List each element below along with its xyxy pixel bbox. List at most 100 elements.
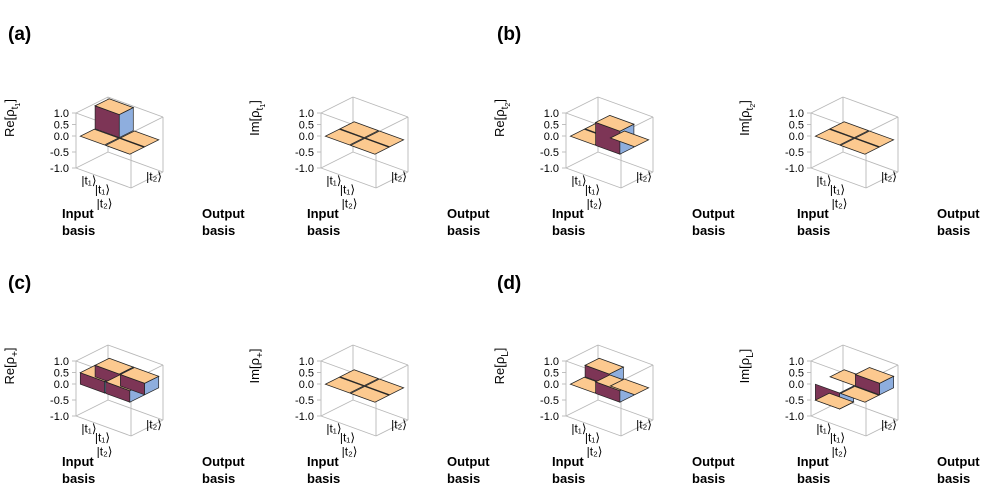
input-tick-label: |t₂⟩: [97, 445, 113, 459]
box-edge: [620, 419, 654, 437]
box-edge: [810, 96, 844, 114]
box-edge: [352, 399, 409, 421]
box-edge: [75, 399, 109, 417]
output-axis-label: basis: [692, 223, 725, 238]
output-tick-label: |t₂⟩: [636, 170, 652, 184]
output-axis-label: basis: [692, 471, 725, 486]
plot-1: 1.00.50.0-0.5-1.0Re[ρt1]|t₁⟩|t₂⟩Inputbas…: [2, 96, 245, 238]
output-axis-label: basis: [202, 223, 235, 238]
bar-top-face: [609, 130, 650, 148]
z-axis-label: Re[ρ+]: [2, 347, 21, 384]
bar-top-face: [854, 367, 895, 384]
output-tick-label: |t₂⟩: [881, 418, 897, 432]
z-tick-label: -1.0: [785, 163, 804, 175]
bounding-box: [810, 96, 899, 189]
box-edge: [352, 151, 409, 173]
panel-label-a: (a): [8, 24, 31, 45]
box-edge: [75, 151, 109, 169]
output-axis-label: Output: [692, 454, 735, 469]
input-axis-label: basis: [552, 471, 585, 486]
bar-top-face: [814, 128, 855, 146]
bar-top-face: [339, 369, 380, 387]
input-axis-label: Input: [552, 206, 584, 221]
z-tick-label: 0.0: [544, 379, 559, 391]
bar-top-face: [829, 121, 870, 139]
box-edge: [320, 344, 354, 362]
input-tick-label: |t₂⟩: [832, 445, 848, 459]
bar-t₂-t₁: [814, 128, 855, 146]
box-edge: [75, 415, 132, 437]
box-edge: [375, 171, 409, 189]
input-tick-label: |t₁⟩: [326, 173, 341, 187]
box-edge: [130, 419, 164, 437]
z-tick-label: 0.5: [789, 368, 804, 380]
box-edge: [565, 344, 599, 362]
z-axis-label: Im[ρt2]: [737, 100, 757, 136]
z-tick-label: -1.0: [540, 163, 559, 175]
input-axis-label: Input: [62, 206, 94, 221]
box-edge: [107, 399, 164, 421]
z-ticks: 1.00.50.0-0.5-1.0: [785, 108, 811, 175]
bar-t₁-t₁: [339, 121, 380, 139]
z-tick-label: 0.0: [789, 379, 804, 391]
input-tick-label: |t₂⟩: [587, 445, 603, 459]
bar-top-face: [584, 357, 625, 375]
plot-7: 1.00.50.0-0.5-1.0Re[ρL]|t₁⟩|t₂⟩Inputbasi…: [492, 344, 735, 486]
bar-t₁-t₂: [609, 378, 650, 396]
bar-t₁-t₂: [364, 130, 405, 148]
z-axis-label: Im[ρt1]: [247, 100, 267, 136]
box-edge: [620, 364, 654, 382]
bar-t₁-t₁: [829, 121, 870, 139]
output-axis-label: Output: [692, 206, 735, 221]
plot-2: 1.00.50.0-0.5-1.0Im[ρt1]|t₁⟩|t₂⟩Inputbas…: [247, 96, 490, 238]
output-axis-label: basis: [447, 471, 480, 486]
input-axis-label: Input: [307, 206, 339, 221]
plots-layer: 1.00.50.0-0.5-1.0Re[ρt1]|t₁⟩|t₂⟩Inputbas…: [2, 96, 980, 486]
box-edge: [597, 151, 654, 173]
bar-t₁-t₁: [339, 369, 380, 387]
input-axis-label: basis: [797, 223, 830, 238]
bar-top-face: [94, 357, 135, 375]
z-tick-label: 0.0: [54, 131, 69, 143]
z-tick-label: -1.0: [295, 411, 314, 423]
z-tick-label: 0.0: [789, 131, 804, 143]
bar-top-face: [814, 392, 855, 410]
z-tick-label: 1.0: [299, 356, 314, 368]
bar-top-face: [119, 130, 160, 148]
panel-label-b: (b): [497, 24, 521, 45]
output-tick-label: |t₁⟩: [585, 430, 600, 444]
box-edge: [565, 415, 622, 437]
input-tick-label: |t₂⟩: [832, 197, 848, 211]
z-tick-label: 0.0: [299, 379, 314, 391]
bar-t₁-t₂: [364, 378, 405, 396]
z-tick-label: -1.0: [540, 411, 559, 423]
bar-top-face: [94, 98, 135, 116]
bar-t₂-t₁: [324, 128, 365, 146]
input-tick-label: |t₂⟩: [587, 197, 603, 211]
plot-6: 1.00.50.0-0.5-1.0Im[ρ+]|t₁⟩|t₂⟩Inputbasi…: [247, 344, 490, 486]
box-edge: [842, 151, 899, 173]
z-axis-label: Re[ρL]: [492, 348, 511, 385]
bar-t₂-t₂: [349, 137, 390, 155]
bar-t₂-t₁: [79, 128, 120, 146]
box-edge: [597, 399, 654, 421]
box-edge: [375, 116, 409, 134]
output-tick-label: |t₁⟩: [830, 182, 845, 196]
z-tick-label: -0.5: [785, 147, 804, 159]
bar-t₂-t₂: [349, 385, 390, 403]
bar-top-face: [839, 137, 880, 155]
z-tick-label: 0.5: [54, 368, 69, 380]
box-edge: [810, 167, 867, 189]
output-tick-label: |t₁⟩: [95, 430, 110, 444]
input-axis-label: basis: [307, 471, 340, 486]
box-edge: [375, 419, 409, 437]
box-edge: [130, 116, 164, 134]
bar-t₁-t₂: [854, 130, 895, 148]
output-axis-label: Output: [447, 454, 490, 469]
box-edge: [865, 116, 899, 134]
z-tick-label: 1.0: [54, 356, 69, 368]
bar-top-face: [324, 376, 365, 394]
z-ticks: 1.00.50.0-0.5-1.0: [540, 108, 566, 175]
input-tick-label: |t₂⟩: [97, 197, 113, 211]
